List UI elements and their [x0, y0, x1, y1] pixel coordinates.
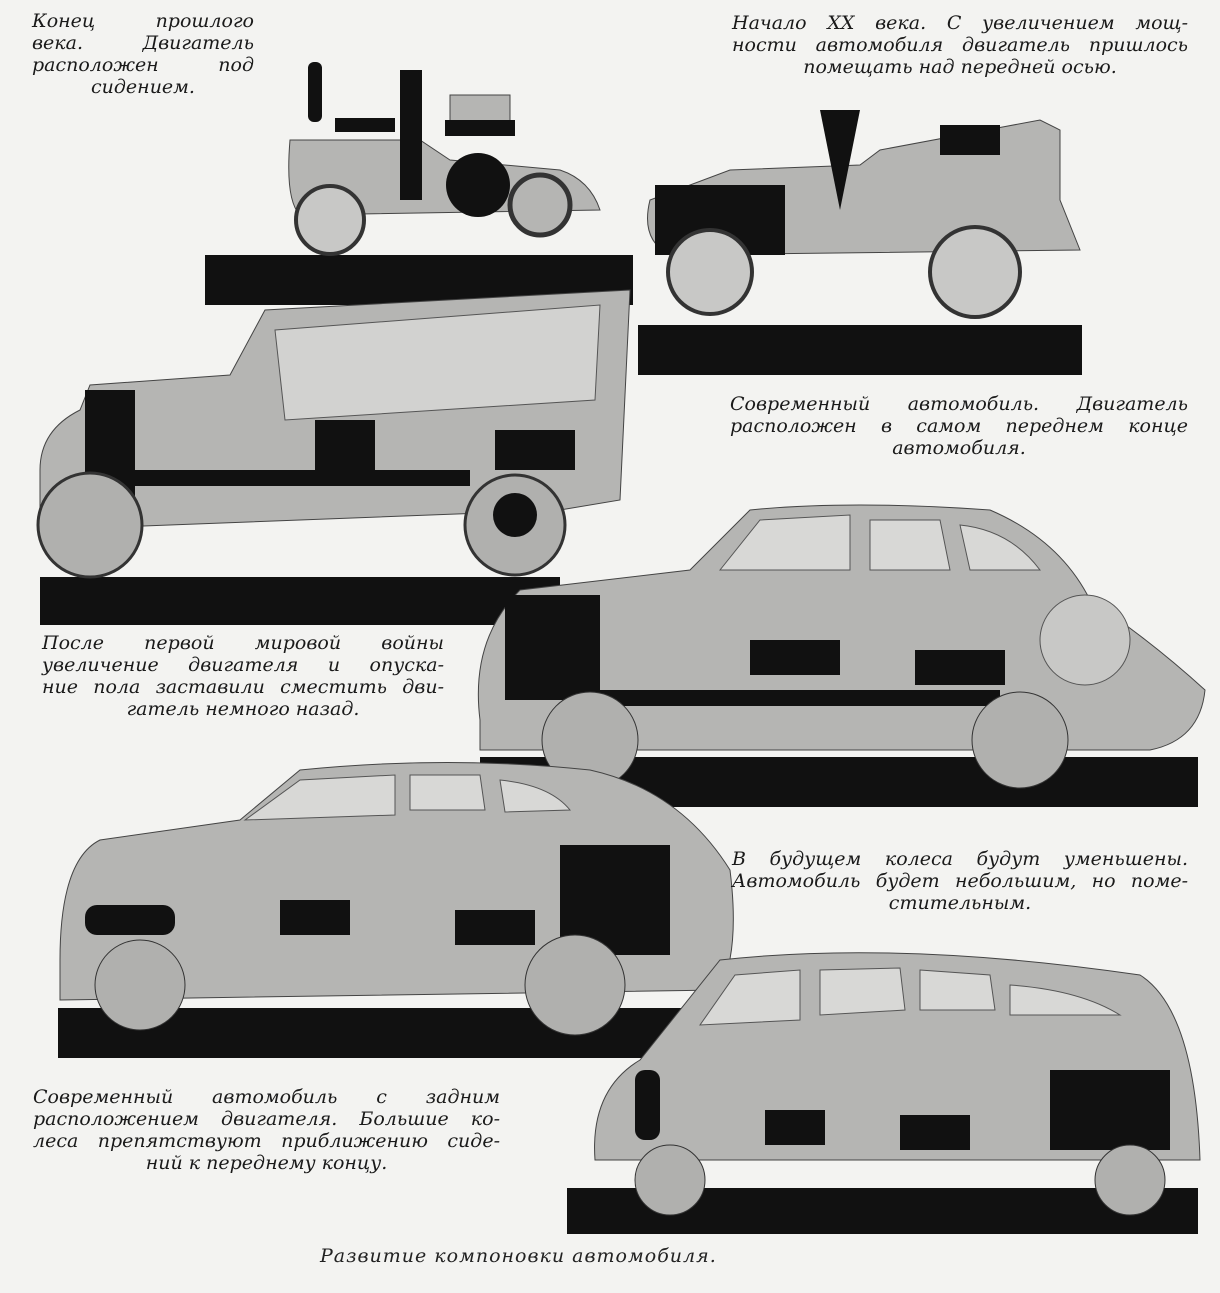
- caption-line: После первой мировой войны: [42, 632, 444, 654]
- road-bar-2: [638, 325, 1082, 375]
- caption-early-20th: Начало XX века. С увеличением мощ- ности…: [732, 12, 1188, 78]
- caption-line: расположен под: [32, 54, 254, 76]
- caption-line: ние пола заставили сместить дви-: [42, 676, 444, 698]
- caption-line: расположен в самом переднем конце: [730, 415, 1188, 437]
- caption-line: Конец прошлого: [32, 10, 254, 32]
- caption-line: помещать над передней осью.: [803, 56, 1117, 78]
- caption-line: леса препятствуют приближению сиде-: [33, 1130, 500, 1152]
- figure-title: Развитие компоновки автомобиля.: [320, 1245, 717, 1267]
- caption-line: увеличение двигателя и опуска-: [42, 654, 444, 676]
- caption-modern-front: Современный автомобиль. Двигатель распол…: [730, 393, 1188, 459]
- car-modern-front-engine: [477, 504, 1206, 789]
- car-post-ww1: [36, 289, 631, 579]
- caption-line: В будущем колеса будут уменьшены.: [732, 848, 1188, 870]
- caption-line: гатель немного назад.: [126, 698, 360, 720]
- caption-future: В будущем колеса будут уменьшены. Автомо…: [732, 848, 1188, 914]
- road-bar-3: [40, 577, 560, 625]
- caption-line: сидением.: [91, 76, 195, 98]
- caption-line: автомобиля.: [892, 437, 1026, 459]
- caption-line: стительным.: [888, 892, 1032, 914]
- car-early-20th: [647, 110, 1081, 319]
- caption-line: Автомобиль будет небольшим, но поме-: [732, 870, 1188, 892]
- car-1890s: [288, 62, 601, 256]
- caption-line: Современный автомобиль с задним: [33, 1086, 500, 1108]
- car-future: [594, 952, 1201, 1216]
- caption-line: ности автомобиля двигатель пришлось: [732, 34, 1188, 56]
- caption-line: ний к переднему концу.: [145, 1152, 388, 1174]
- caption-1890s: Конец прошлого века. Двигатель расположе…: [32, 10, 254, 98]
- caption-line: века. Двигатель: [32, 32, 254, 54]
- caption-line: Начало XX века. С увеличением мощ-: [732, 12, 1188, 34]
- caption-line: Современный автомобиль. Двигатель: [730, 393, 1188, 415]
- road-bars: [40, 255, 1198, 1234]
- caption-post-ww1: После первой мировой войны увеличение дв…: [42, 632, 444, 720]
- car-modern-rear-engine: [59, 762, 734, 1036]
- caption-modern-rear: Современный автомобиль с задним располож…: [33, 1086, 500, 1174]
- caption-line: расположением двигателя. Большие ко-: [33, 1108, 500, 1130]
